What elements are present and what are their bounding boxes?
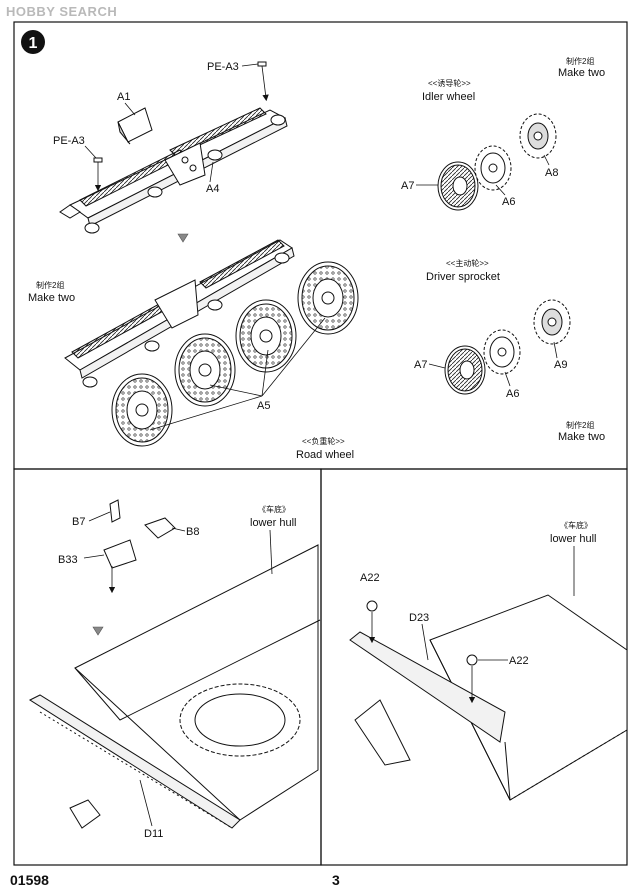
label-a5-leaders — [149, 317, 326, 431]
label-make-two-en-3: Make two — [558, 431, 605, 443]
sequence-arrow-icon — [92, 626, 104, 636]
label-hull-en-left: lower hull — [250, 517, 296, 529]
part-a1-bracket — [117, 107, 153, 145]
label-b8: B8 — [186, 526, 199, 538]
label-make-two-cn-2: 制作2组 — [566, 56, 594, 66]
label-road-wheel-en: Road wheel — [296, 449, 354, 461]
part-a22-pieces — [366, 600, 478, 666]
label-a9: A9 — [554, 359, 567, 371]
label-a22-left: A22 — [360, 572, 380, 584]
suspension-beam-bottom — [64, 239, 295, 388]
product-code: 01598 — [10, 872, 49, 888]
label-d11: D11 — [144, 828, 163, 840]
label-pe-a3-top: PE-A3 — [207, 61, 239, 73]
label-make-two-cn-1: 制作2组 — [36, 280, 64, 290]
label-idler-en: Idler wheel — [422, 91, 475, 103]
label-idler-cn: <<诱导轮>> — [428, 78, 471, 88]
part-b7-piece — [109, 499, 121, 523]
idler-wheel-assembly — [437, 113, 557, 211]
label-d23: D23 — [409, 612, 429, 624]
label-a6-idler: A6 — [502, 196, 515, 208]
sequence-arrow-icon — [177, 233, 189, 243]
label-hull-en-right: lower hull — [550, 533, 596, 545]
part-a8-idler-sprocket — [519, 113, 557, 159]
label-a8: A8 — [545, 167, 558, 179]
lower-hull-left — [28, 544, 321, 829]
label-make-two-en-1: Make two — [28, 292, 75, 304]
label-driver-cn: <<主动轮>> — [446, 258, 489, 268]
part-a6-driver-hub — [483, 329, 521, 375]
label-a1: A1 — [117, 91, 130, 103]
suspension-beam-top — [59, 107, 288, 234]
label-driver-en: Driver sprocket — [426, 271, 500, 283]
part-a9-driver-sprocket — [533, 299, 571, 345]
label-b33: B33 — [58, 554, 78, 566]
panel-step1-frame — [13, 21, 628, 470]
label-b7: B7 — [72, 516, 85, 528]
label-a7-idler: A7 — [401, 180, 414, 192]
part-b8-and-b33 — [69, 499, 176, 829]
part-pe-a3-left-piece — [93, 157, 103, 163]
page-number: 3 — [332, 872, 340, 888]
label-pe-a3-left: PE-A3 — [53, 135, 85, 147]
part-a7-driver-tire — [444, 345, 486, 395]
lower-hull-right — [349, 594, 628, 801]
road-wheel-2 — [174, 333, 236, 407]
step-number: 1 — [29, 35, 38, 52]
label-a6-driver: A6 — [506, 388, 519, 400]
road-wheel-4 — [297, 261, 359, 335]
label-a5: A5 — [257, 400, 270, 412]
label-a22-right: A22 — [509, 655, 529, 667]
label-hull-cn-right: 《车底》 — [560, 520, 592, 530]
label-make-two-en-2: Make two — [558, 67, 605, 79]
label-road-wheel-cn: <<负重轮>> — [302, 436, 345, 446]
part-a7-idler-tire — [437, 161, 479, 211]
label-make-two-cn-3: 制作2组 — [566, 420, 594, 430]
part-pe-a3-top-piece — [257, 61, 267, 67]
label-a7-driver: A7 — [414, 359, 427, 371]
part-a6-idler-hub — [474, 145, 512, 191]
road-wheel-1 — [111, 373, 173, 447]
driver-sprocket-assembly — [444, 299, 571, 395]
watermark: HOBBY SEARCH — [6, 4, 118, 19]
label-hull-cn-left: 《车底》 — [258, 504, 290, 514]
step-badge: 1 — [21, 30, 45, 54]
road-wheel-3 — [235, 299, 297, 373]
label-a4: A4 — [206, 183, 219, 195]
